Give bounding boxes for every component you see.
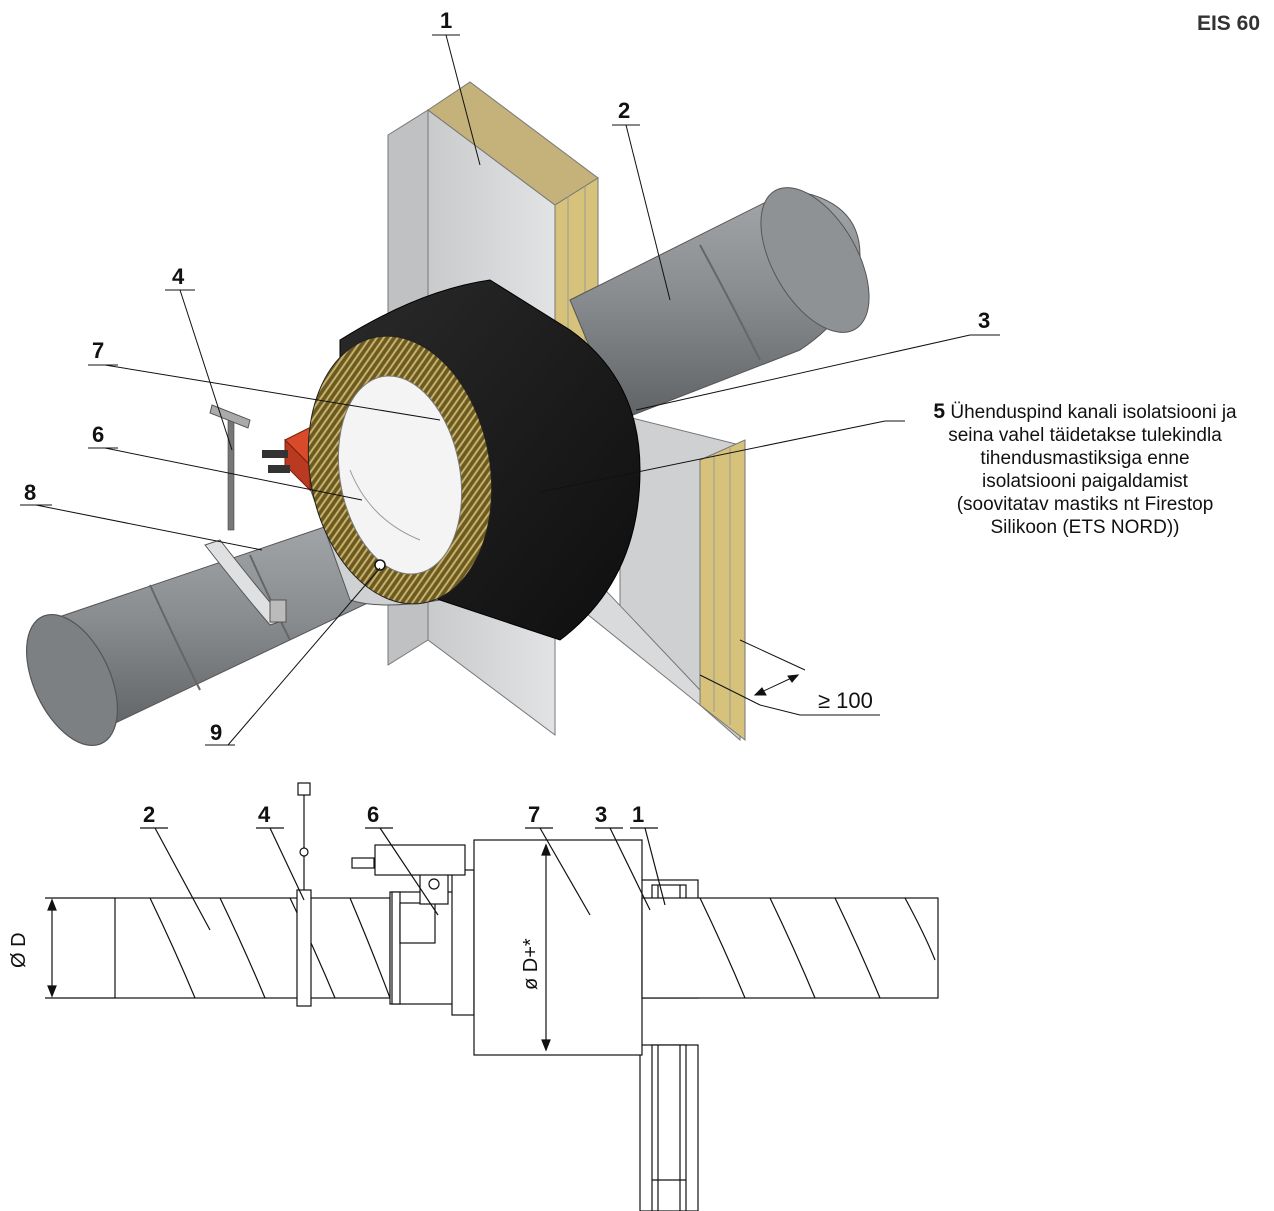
callout-9: 9: [210, 720, 223, 745]
callout-5: 5: [933, 400, 946, 423]
fire-insulation: [307, 279, 641, 641]
note-line-1: Ühenduspind kanali isolatsiooni ja: [950, 402, 1237, 423]
dim-insulation-diameter: ø D+*: [520, 938, 542, 990]
note-line-4: isolatsiooni paigaldamist: [982, 471, 1188, 492]
duct-left: [25, 519, 396, 747]
note-line-6: Silikoon (ETS NORD)): [990, 517, 1180, 538]
callout-8: 8: [24, 480, 37, 505]
callout-4: 4: [172, 264, 185, 289]
dim-duct-diameter: Ø D: [8, 932, 30, 968]
side-callout-6: 6: [367, 802, 380, 827]
callout-1: 1: [440, 8, 453, 33]
product-title: EIS 60: [1196, 12, 1260, 35]
duct-right: [569, 187, 870, 421]
side-callout-4: 4: [258, 802, 271, 827]
duct-clamp: [204, 539, 287, 626]
side-view: [45, 782, 939, 1211]
note-line-5: (soovitatav mastiks nt Firestop: [956, 494, 1214, 515]
dimension-label: ≥ 100: [818, 688, 873, 713]
side-callout-3: 3: [595, 802, 608, 827]
sealant-note: 5 Ühenduspind kanali isolatsiooni ja sei…: [900, 400, 1270, 539]
side-callout-7: 7: [528, 802, 541, 827]
note-line-2: seina vahel täidetakse tulekindla: [948, 425, 1222, 446]
note-line-3: tihendusmastiksiga enne: [980, 448, 1190, 469]
side-callout-1: 1: [632, 802, 645, 827]
side-callout-2: 2: [143, 802, 156, 827]
leader-lines: [20, 34, 1000, 746]
callout-3: 3: [978, 308, 991, 333]
callout-7: 7: [92, 338, 105, 363]
hanger-rod: [209, 404, 251, 531]
callout-6: 6: [92, 422, 105, 447]
dimension-min-100: [699, 639, 880, 716]
callout-2: 2: [618, 98, 631, 123]
